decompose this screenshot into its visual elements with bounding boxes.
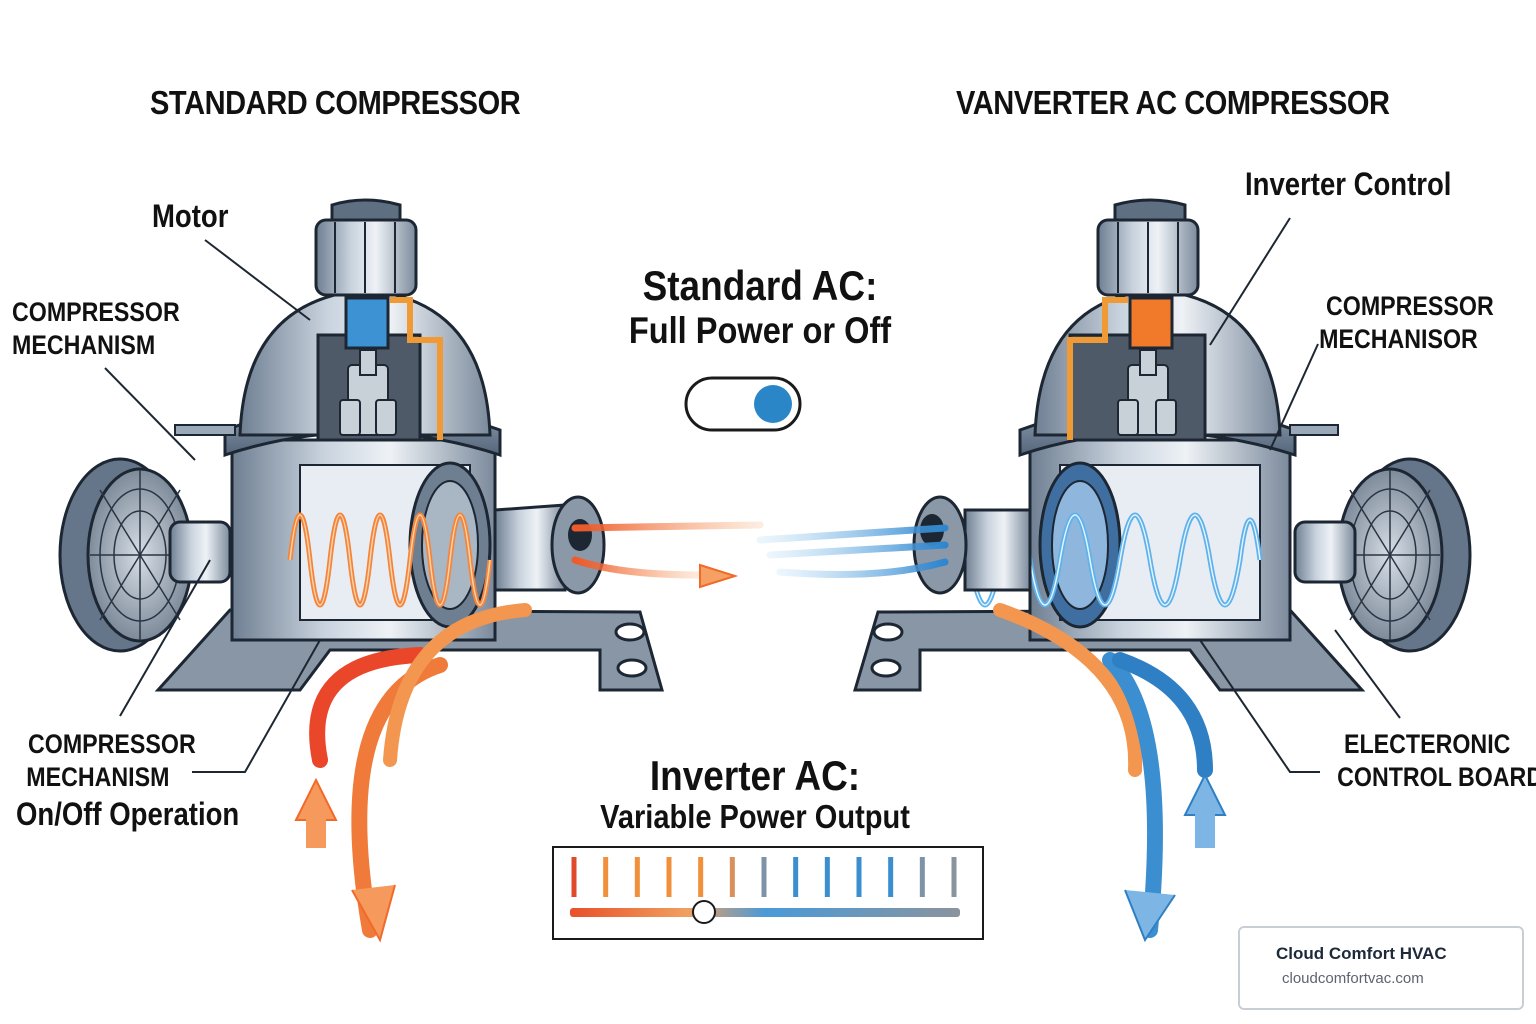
inverter-ac-subtitle: Variable Power Output <box>600 798 910 835</box>
motor-label: Motor <box>152 198 229 234</box>
brand-card[interactable]: Cloud Comfort HVAC cloudcomfortvac.com <box>1238 926 1524 1010</box>
standard-compressor-title: STANDARD COMPRESSOR <box>150 84 521 121</box>
power-meter-tick <box>571 857 577 897</box>
power-meter-tick <box>888 857 894 897</box>
power-meter-tick <box>919 857 925 897</box>
power-meter-tick <box>698 857 704 897</box>
brand-name: Cloud Comfort HVAC <box>1276 944 1447 963</box>
standard-ac-title: Standard AC: <box>642 262 878 309</box>
power-meter-bar <box>570 908 960 917</box>
power-meter-tick <box>824 857 830 897</box>
on-off-operation-label: On/Off Operation <box>16 796 240 832</box>
toggle-switch <box>684 376 802 432</box>
power-meter-tick <box>856 857 862 897</box>
compressor-mechanism-label-top: COMPRESSOR MECHANISM <box>12 297 180 360</box>
standard-ac-subtitle: Full Power or Off <box>628 310 892 351</box>
power-meter-tick <box>951 857 957 897</box>
power-meter-tick <box>729 857 735 897</box>
compressor-mechanisor-label: COMPRESSOR MECHANISOR <box>1319 291 1494 354</box>
power-meter-tick <box>761 857 767 897</box>
power-meter-tick <box>603 857 609 897</box>
power-meter-tick <box>666 857 672 897</box>
electronic-control-board-label: ELECTERONIC CONTROL BOARD <box>1337 729 1536 792</box>
inverter-compressor-illustration <box>756 198 1472 943</box>
inverter-control-label: Inverter Control <box>1245 166 1452 202</box>
power-meter-tick <box>634 857 640 897</box>
leader-lines <box>104 217 1401 773</box>
power-meter-ticks <box>571 857 957 897</box>
inverter-ac-title: Inverter AC: <box>649 752 861 799</box>
standard-compressor-illustration <box>58 198 764 943</box>
power-meter-slider <box>692 900 716 924</box>
compressor-mechanism-label-bottom: COMPRESSOR MECHANISM <box>26 729 196 792</box>
brand-url[interactable]: cloudcomfortvac.com <box>1282 970 1424 987</box>
power-meter <box>552 846 984 940</box>
inverter-compressor-title: VANVERTER AC COMPRESSOR <box>956 84 1390 121</box>
toggle-knob <box>754 385 792 423</box>
power-meter-tick <box>793 857 799 897</box>
